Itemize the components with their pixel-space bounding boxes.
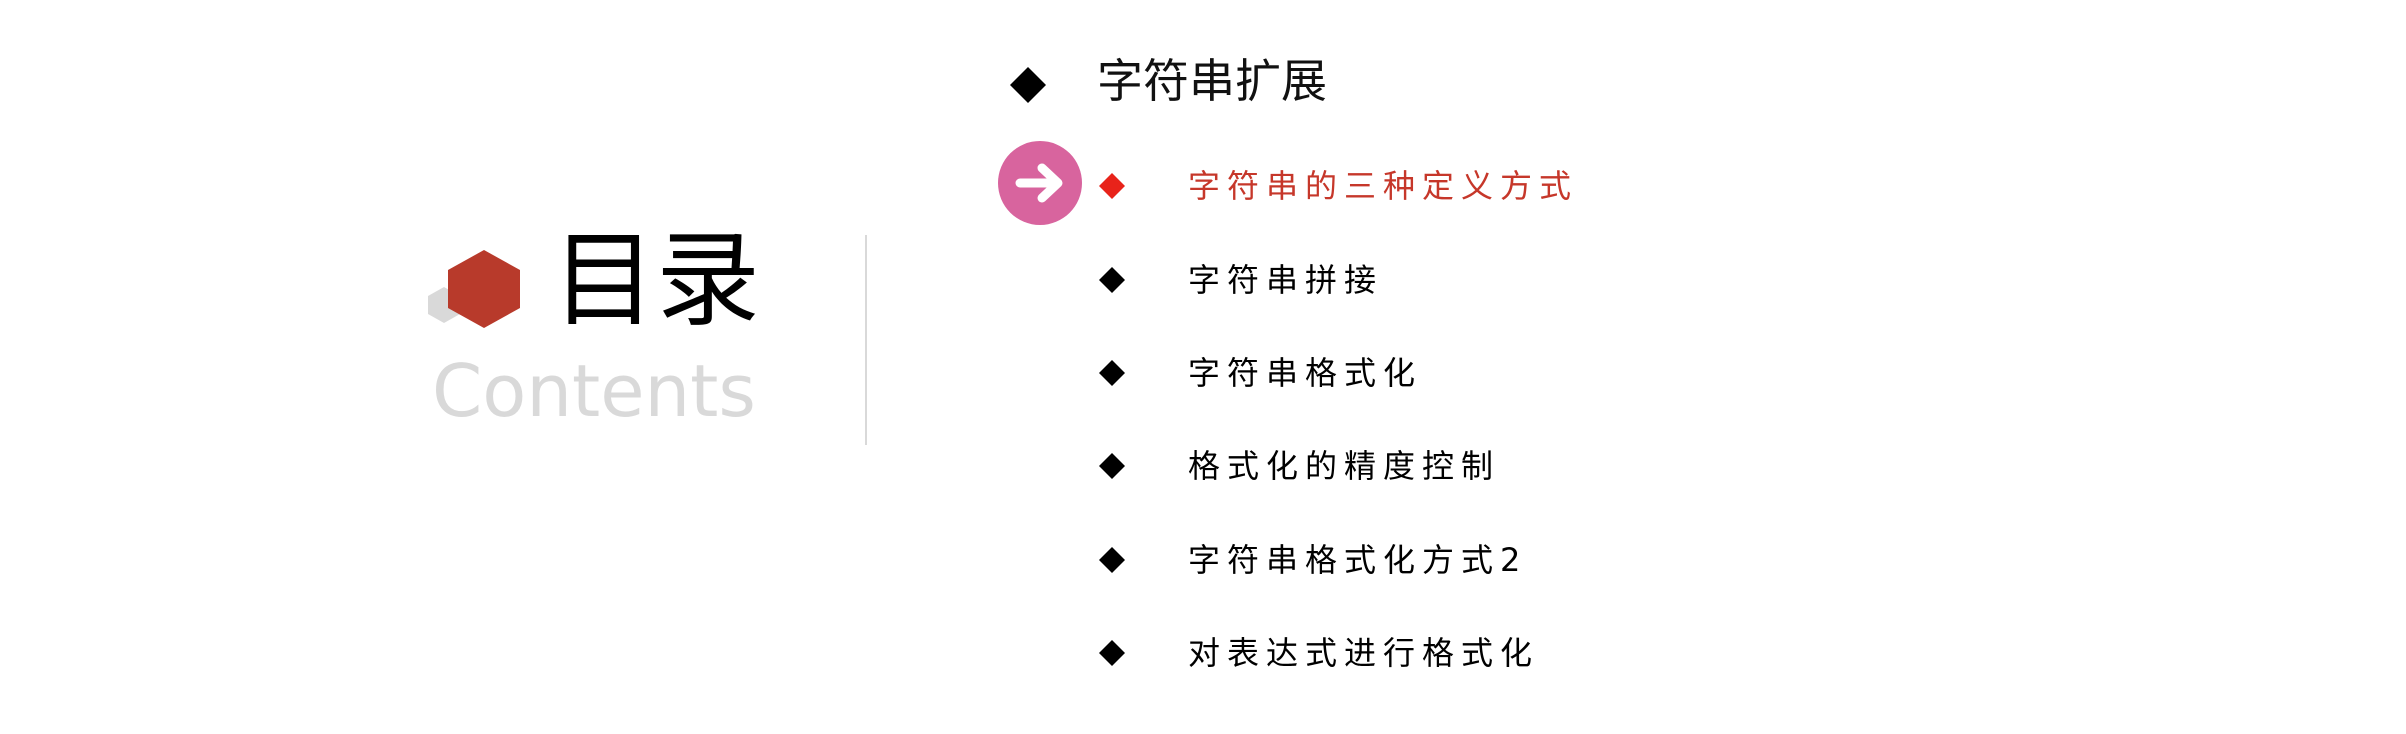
diamond-icon bbox=[1099, 453, 1125, 479]
list-item[interactable]: 字符串格式化 bbox=[0, 343, 2406, 403]
diamond-icon bbox=[1099, 640, 1125, 666]
section-title: 字符串扩展 bbox=[1097, 54, 1327, 108]
list-item-label: 格式化的精度控制 bbox=[1188, 447, 1501, 485]
vertical-divider bbox=[865, 235, 867, 445]
arrow-right-circle-icon bbox=[998, 141, 1082, 225]
diamond-icon bbox=[1099, 267, 1125, 293]
list-item[interactable]: 字符串格式化方式2 bbox=[0, 530, 2406, 590]
diamond-icon bbox=[1099, 173, 1125, 199]
diamond-icon bbox=[1009, 66, 1047, 104]
list-item-label: 字符串的三种定义方式 bbox=[1188, 167, 1579, 205]
diamond-icon bbox=[1099, 547, 1125, 573]
list-item-label: 对表达式进行格式化 bbox=[1188, 634, 1540, 672]
hexagon-cluster-icon bbox=[420, 245, 530, 345]
page-title: 目录 bbox=[552, 219, 761, 341]
list-item-label: 字符串格式化 bbox=[1188, 354, 1423, 392]
list-item[interactable]: 字符串拼接 bbox=[0, 250, 2406, 310]
list-item-label: 字符串格式化方式2 bbox=[1188, 541, 1528, 579]
page-subtitle: Contents bbox=[432, 349, 756, 433]
list-item[interactable]: 对表达式进行格式化 bbox=[0, 623, 2406, 683]
list-item[interactable]: 格式化的精度控制 bbox=[0, 436, 2406, 496]
list-item-active[interactable]: 字符串的三种定义方式 bbox=[0, 156, 2406, 216]
list-item-label: 字符串拼接 bbox=[1188, 261, 1384, 299]
diamond-icon bbox=[1099, 360, 1125, 386]
